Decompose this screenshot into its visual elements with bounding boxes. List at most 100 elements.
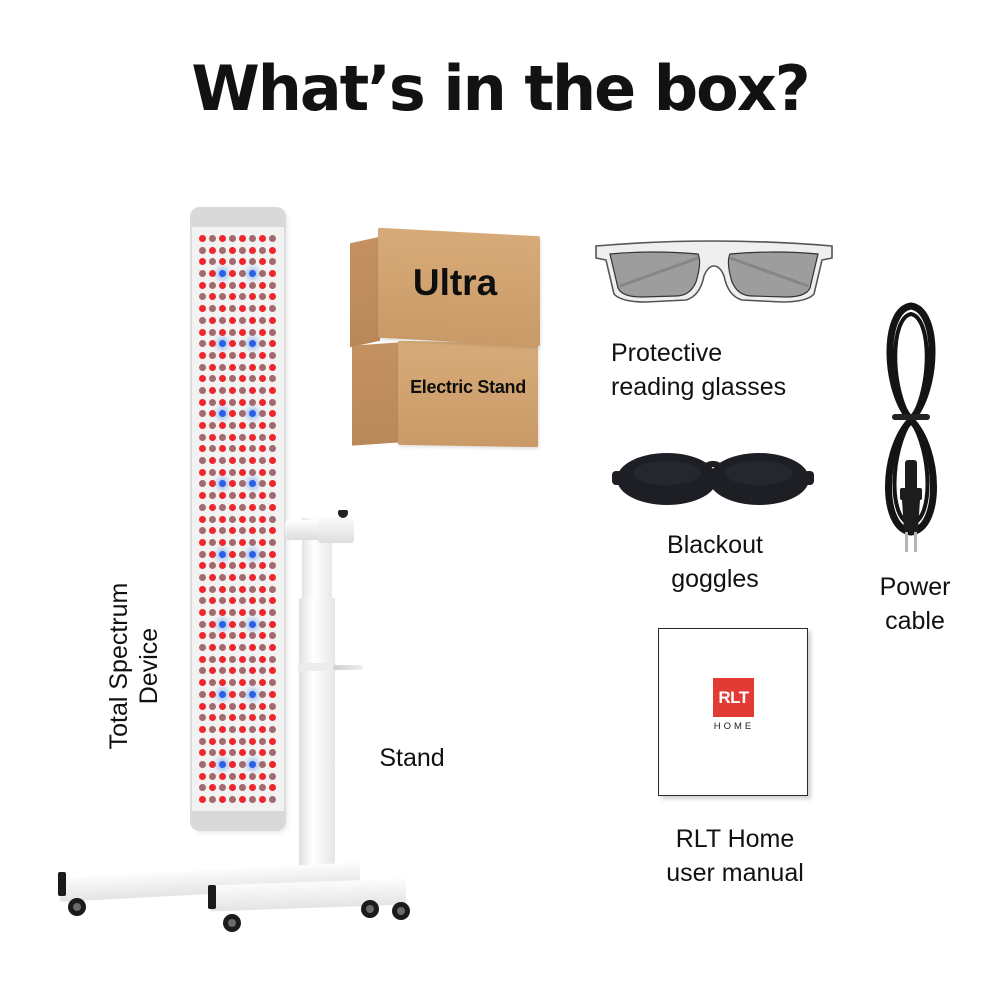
- led-dot: [229, 492, 236, 500]
- led-dot: [249, 363, 256, 371]
- led-dot: [229, 760, 236, 768]
- led-dot: [229, 375, 236, 383]
- led-dot: [239, 515, 246, 523]
- led-dot: [249, 760, 256, 768]
- led-dot: [239, 667, 246, 675]
- led-dot: [259, 760, 266, 768]
- box-bottom-side: [352, 342, 400, 446]
- led-dot: [269, 679, 276, 687]
- led-dot: [249, 632, 256, 640]
- led-dot: [209, 410, 216, 418]
- led-dot: [269, 398, 276, 406]
- led-dot: [229, 620, 236, 628]
- led-dot: [209, 620, 216, 628]
- led-dot: [229, 445, 236, 453]
- led-dot: [259, 270, 266, 278]
- led-dot: [209, 363, 216, 371]
- led-dot: [219, 305, 226, 313]
- led-dot: [229, 725, 236, 733]
- led-dot: [239, 527, 246, 535]
- led-dot: [239, 363, 246, 371]
- led-dot: [269, 760, 276, 768]
- led-dot: [239, 457, 246, 465]
- led-dot: [199, 445, 206, 453]
- led-dot: [239, 725, 246, 733]
- led-dot: [269, 457, 276, 465]
- led-dot: [229, 573, 236, 581]
- led-dot: [269, 585, 276, 593]
- led-dot: [199, 644, 206, 652]
- led-dot: [199, 328, 206, 336]
- stand-arm: [285, 520, 325, 540]
- led-dot: [259, 772, 266, 780]
- led-dot: [239, 492, 246, 500]
- led-dot: [209, 293, 216, 301]
- stand-pole-lower: [299, 598, 335, 870]
- led-dot: [209, 585, 216, 593]
- led-dot: [269, 433, 276, 441]
- led-dot: [249, 422, 256, 429]
- led-dot: [209, 445, 216, 453]
- led-dot: [239, 445, 246, 453]
- led-dot: [209, 702, 216, 710]
- led-dot: [259, 585, 266, 593]
- led-dot: [259, 562, 266, 570]
- led-dot: [239, 737, 246, 745]
- led-dot: [269, 445, 276, 453]
- led-dot: [269, 573, 276, 581]
- led-dot: [269, 375, 276, 383]
- led-dot: [259, 644, 266, 652]
- led-dot: [259, 492, 266, 500]
- led-dot: [249, 492, 256, 500]
- led-dot: [259, 737, 266, 745]
- led-dot: [219, 281, 226, 289]
- blackout-goggles-icon: [612, 453, 814, 505]
- led-dot: [199, 655, 206, 663]
- led-dot: [259, 293, 266, 301]
- led-dot: [219, 784, 226, 792]
- led-dot: [219, 445, 226, 453]
- led-dot: [249, 702, 256, 710]
- led-dot: [239, 503, 246, 511]
- led-dot: [239, 316, 246, 324]
- led-dot: [219, 714, 226, 722]
- led-dot: [269, 655, 276, 663]
- led-dot: [269, 714, 276, 722]
- led-dot: [199, 293, 206, 301]
- led-dot: [219, 527, 226, 535]
- led-dot: [219, 258, 226, 266]
- led-dot: [229, 457, 236, 465]
- led-dot: [209, 772, 216, 780]
- led-dot: [209, 316, 216, 324]
- led-dot: [199, 515, 206, 523]
- base-end-cap: [208, 885, 216, 909]
- led-dot: [219, 609, 226, 616]
- led-dot: [229, 679, 236, 687]
- led-dot: [199, 480, 206, 488]
- led-dot: [239, 468, 246, 476]
- led-dot: [269, 293, 276, 301]
- led-dot: [229, 386, 236, 394]
- led-dot: [239, 328, 246, 336]
- led-dot: [239, 351, 246, 359]
- led-dot: [219, 270, 226, 278]
- led-dot: [219, 503, 226, 511]
- led-dot: [259, 457, 266, 465]
- led-dot: [259, 702, 266, 710]
- led-dot: [249, 375, 256, 383]
- led-dot: [219, 725, 226, 733]
- led-dot: [249, 714, 256, 722]
- led-dot: [229, 270, 236, 278]
- led-dot: [259, 258, 266, 266]
- led-dot: [249, 235, 256, 242]
- led-dot: [209, 515, 216, 523]
- led-dot: [209, 468, 216, 476]
- led-dot: [199, 340, 206, 348]
- led-dot: [249, 620, 256, 628]
- led-dot: [209, 351, 216, 359]
- led-dot: [269, 737, 276, 745]
- led-dot: [259, 386, 266, 394]
- led-dot: [199, 457, 206, 465]
- stand-label: Stand: [379, 744, 445, 772]
- led-dot: [249, 281, 256, 289]
